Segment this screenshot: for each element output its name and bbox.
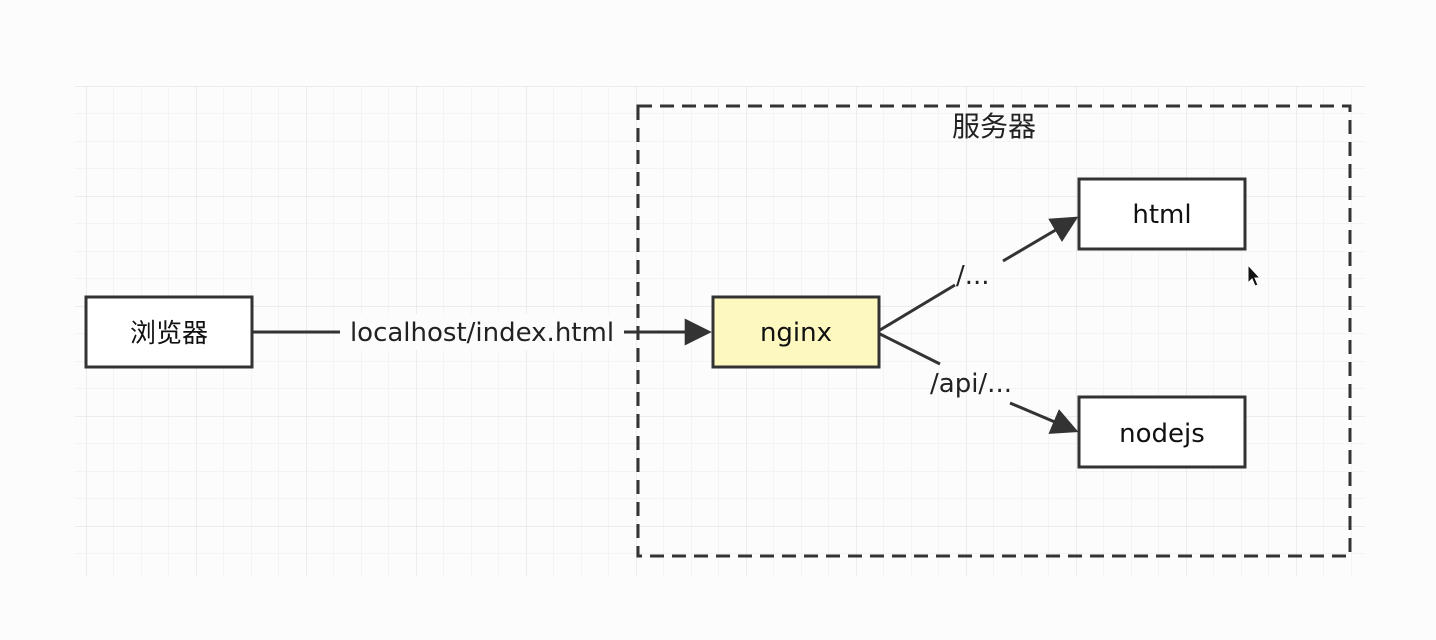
- node-nginx-label: nginx: [760, 318, 832, 348]
- node-html-label: html: [1132, 200, 1191, 230]
- edge-nginx-to-nodejs-segment[interactable]: [879, 332, 941, 366]
- mouse-cursor-icon: [1247, 263, 1262, 287]
- edge-nginx-to-nodejs[interactable]: [1009, 401, 1079, 434]
- node-nodejs[interactable]: [1077, 395, 1247, 469]
- node-browser-label: 浏览器: [130, 319, 208, 349]
- edge-label-nginx-to-nodejs: /api/...: [930, 369, 1012, 399]
- node-nginx[interactable]: [711, 295, 881, 369]
- node-html[interactable]: [1077, 177, 1247, 251]
- node-nodejs-label: nodejs: [1119, 419, 1205, 449]
- edge-label-browser-to-nginx: localhost/index.html: [350, 318, 614, 348]
- edge-nginx-to-html-segment[interactable]: [879, 283, 956, 332]
- edge-label-nginx-to-html: /...: [956, 261, 990, 291]
- node-browser[interactable]: [84, 295, 254, 369]
- server-group-label: 服务器: [952, 110, 1036, 143]
- edge-label-bg: [340, 314, 624, 350]
- edge-nginx-to-html[interactable]: [1002, 216, 1079, 263]
